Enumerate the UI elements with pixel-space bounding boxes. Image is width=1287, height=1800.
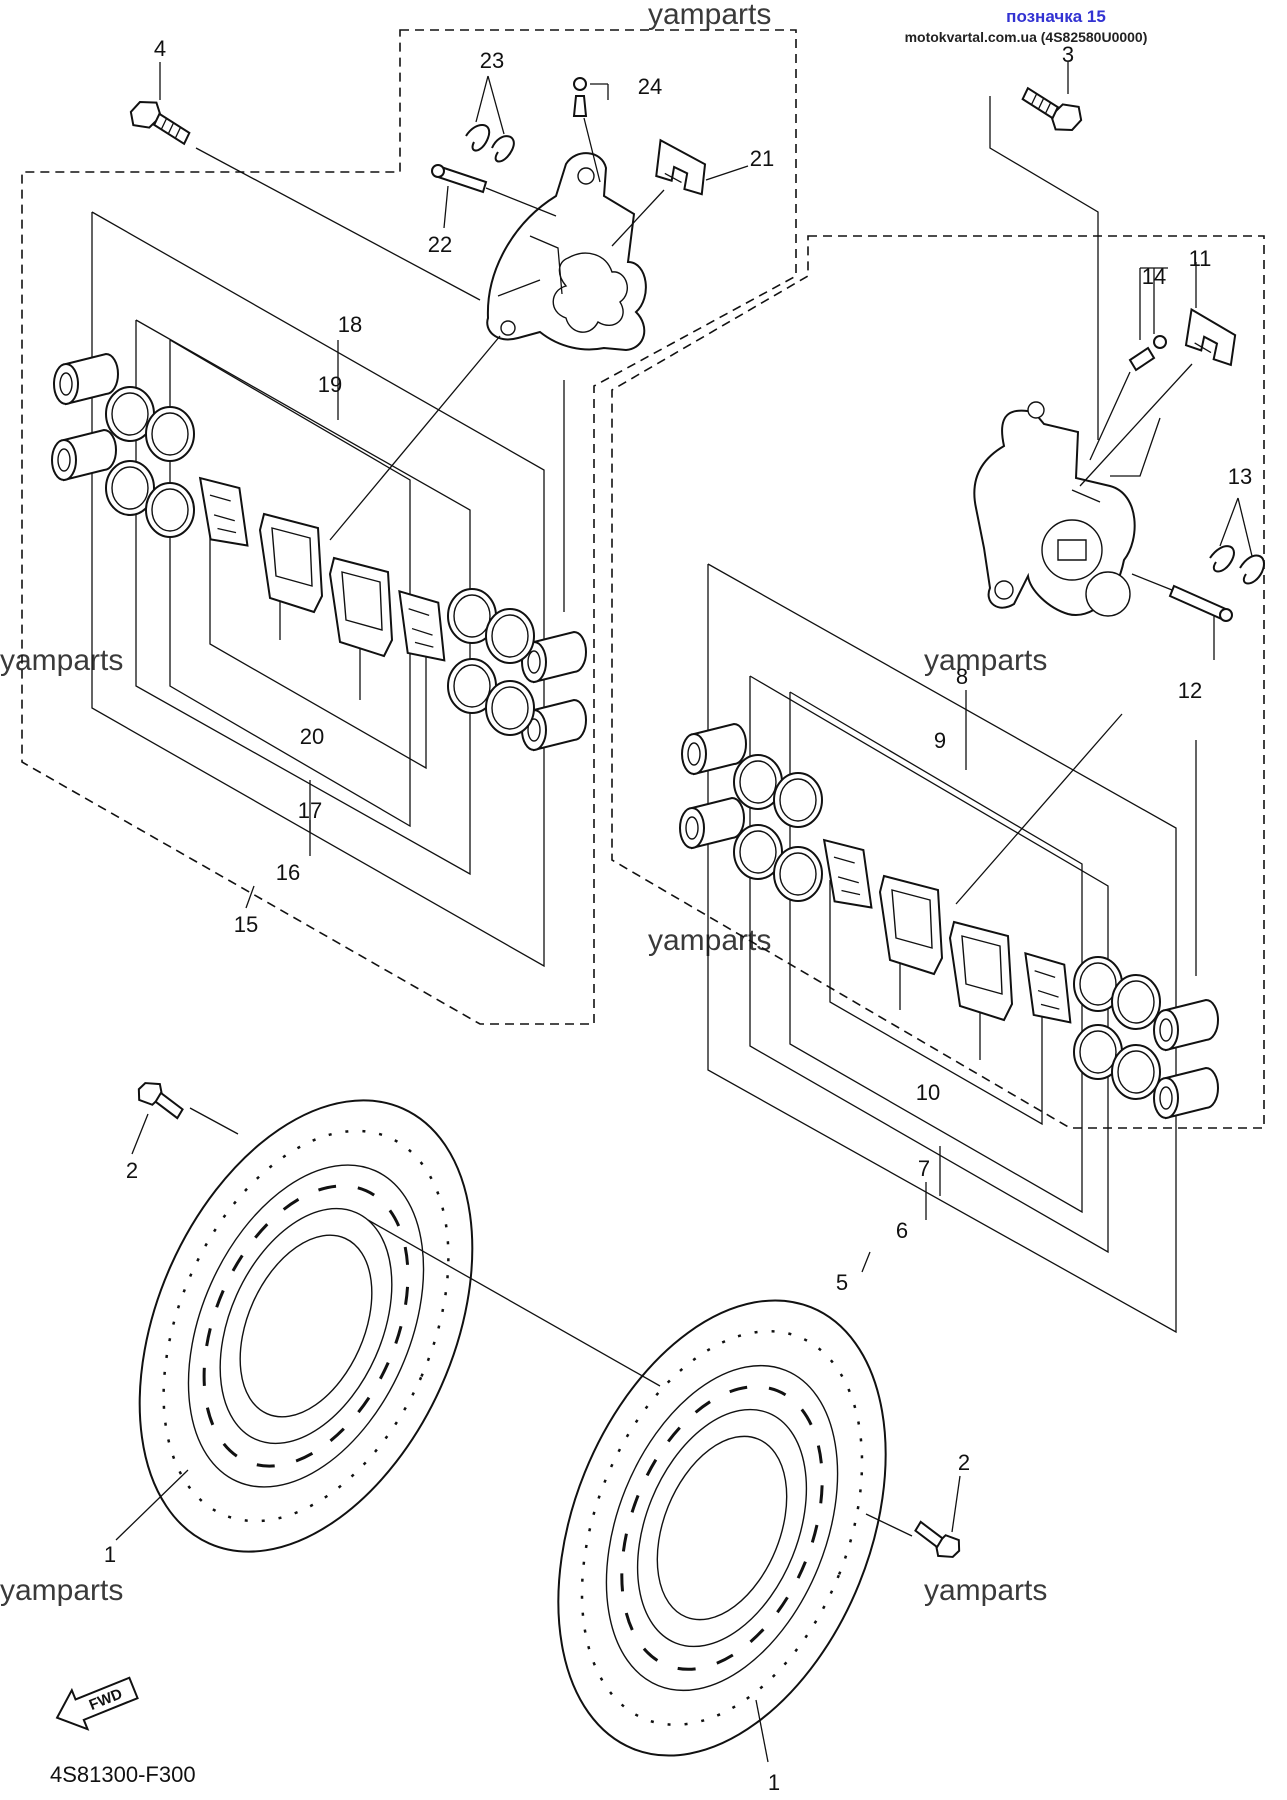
bleed-screw-24	[572, 77, 588, 117]
forward-arrow-icon: FWD	[55, 1676, 139, 1731]
left-caliper-assembly-boundary	[21, 29, 797, 1025]
watermark: yamparts	[648, 924, 771, 957]
brake-disc-left	[138, 1099, 474, 1553]
caliper-piston	[679, 797, 745, 849]
caliper-piston	[51, 429, 117, 481]
leader-line	[195, 147, 481, 301]
callout-24: 24	[638, 74, 662, 99]
callout-9: 9	[934, 728, 946, 753]
dust-seal	[145, 406, 195, 462]
watermark: yamparts	[0, 1574, 123, 1607]
callout-13: 13	[1228, 464, 1252, 489]
watermark: yamparts	[648, 0, 771, 31]
piston-seal	[485, 680, 535, 736]
right-caliper-assembly-boundary	[611, 235, 1265, 1129]
callout-2-right: 2	[958, 1450, 970, 1475]
callout-11: 11	[1189, 246, 1212, 271]
pin-clip-23b	[491, 135, 515, 163]
bleed-screw-14	[1128, 335, 1167, 372]
disc-bolt-2-left	[137, 1082, 184, 1120]
brake-pad	[879, 875, 943, 975]
left-caliper-body	[486, 152, 647, 352]
piston-seal	[1111, 1044, 1161, 1100]
brake-pad	[329, 557, 393, 657]
caliper-piston	[1153, 1067, 1219, 1119]
callout-20: 20	[300, 724, 324, 749]
diagram-code: 4S81300-F300	[50, 1762, 196, 1787]
pin-clip-13a	[1209, 545, 1235, 573]
watermark: yamparts	[924, 644, 1047, 677]
callout-14: 14	[1142, 264, 1166, 289]
callout-17: 17	[298, 798, 322, 823]
caliper-piston	[53, 353, 119, 405]
callout-3: 3	[1062, 42, 1074, 67]
caliper-bolt-4	[125, 95, 196, 146]
marker-label: позначка 15	[1006, 7, 1106, 26]
caliper-piston	[1153, 999, 1219, 1051]
callout-22: 22	[428, 232, 452, 257]
right-parts-brackets	[707, 563, 1197, 1334]
callout-8: 8	[956, 664, 968, 689]
brake-pad	[259, 513, 323, 613]
right-caliper-body	[973, 401, 1136, 617]
pad-shim	[1024, 949, 1072, 1027]
callout-1-right: 1	[768, 1770, 780, 1795]
dust-seal	[145, 482, 195, 538]
watermark: yamparts	[924, 1574, 1047, 1607]
leader-line	[367, 1219, 661, 1387]
watermark: yamparts	[0, 644, 123, 677]
piston-seal	[1111, 974, 1161, 1030]
pad-spring-21	[651, 139, 711, 196]
pad-shim	[398, 587, 446, 665]
callout-10: 10	[916, 1080, 940, 1105]
callout-12: 12	[1178, 678, 1202, 703]
pin-clip-23a	[465, 124, 491, 152]
callout-15: 15	[234, 912, 258, 937]
callout-7: 7	[918, 1156, 930, 1181]
callout-2-left: 2	[126, 1158, 138, 1183]
dust-seal	[773, 772, 823, 828]
caliper-piston	[681, 723, 747, 775]
leader-line	[989, 96, 1099, 440]
pad-spring-11	[1180, 308, 1242, 366]
callout-16: 16	[276, 860, 300, 885]
callout-6: 6	[896, 1218, 908, 1243]
callout-4: 4	[154, 36, 166, 61]
piston-seal	[485, 608, 535, 664]
caliper-bolt-3	[1016, 86, 1087, 137]
pad-shim	[199, 472, 249, 551]
callout-23: 23	[480, 48, 504, 73]
callout-5: 5	[836, 1270, 848, 1295]
callout-21: 21	[750, 146, 774, 171]
brake-pad	[949, 921, 1013, 1021]
caliper-pin-12	[1168, 584, 1233, 622]
callout-18: 18	[338, 312, 362, 337]
brake-disc-right	[557, 1299, 887, 1757]
site-reference: motokvartal.com.ua (4S82580U0000)	[905, 29, 1148, 45]
callout-19: 19	[318, 372, 342, 397]
pad-shim	[823, 834, 873, 913]
dust-seal	[773, 846, 823, 902]
caliper-pin-22	[431, 164, 488, 194]
pin-clip-13b	[1239, 554, 1265, 585]
disc-bolt-2-right	[914, 1520, 961, 1558]
callout-1-left: 1	[104, 1542, 116, 1567]
